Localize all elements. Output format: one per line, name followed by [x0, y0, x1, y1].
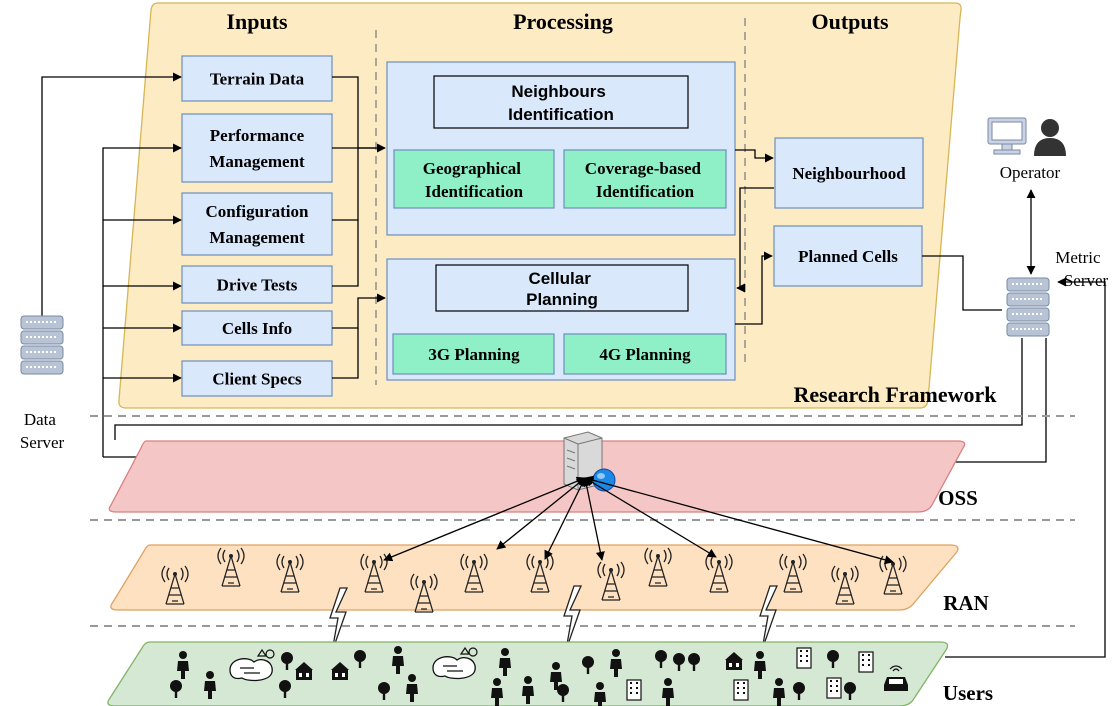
3g-planning-box — [392, 333, 555, 375]
coverage-based-box — [563, 149, 727, 209]
input-box-1 — [181, 55, 333, 102]
building-icon — [733, 679, 749, 701]
metric-server-label: Metric Server — [1055, 248, 1108, 290]
ran-label: RAN — [943, 591, 989, 615]
input-box-6 — [181, 360, 333, 397]
users-label: Users — [943, 681, 993, 705]
operator-label: Operator — [1000, 163, 1061, 182]
processing-heading: Processing — [513, 9, 613, 34]
building-icon — [826, 677, 842, 699]
planning-title-box — [435, 264, 689, 312]
3g-planning-label: 3G Planning — [428, 345, 520, 364]
input-label-6: Client Specs — [212, 370, 302, 389]
input-box-4 — [181, 265, 333, 304]
planned-cells-box — [773, 225, 923, 287]
input-box-2 — [181, 113, 333, 183]
4g-planning-label: 4G Planning — [599, 345, 691, 364]
geographical-box — [393, 149, 555, 209]
oss-tower-link — [584, 475, 894, 565]
car-icon — [884, 665, 908, 691]
framework-label: Research Framework — [793, 382, 997, 407]
data-server-label: Data Server — [20, 410, 65, 452]
input-label-5: Cells Info — [222, 319, 292, 338]
data-server-icon — [20, 315, 64, 375]
outputs-heading: Outputs — [811, 9, 888, 34]
input-box-5 — [181, 310, 333, 346]
users-population — [170, 646, 908, 706]
building-icon — [626, 679, 642, 701]
input-label-4: Drive Tests — [217, 276, 298, 295]
oss-ran-links — [383, 475, 894, 565]
operator-icon — [987, 117, 1066, 156]
neighbours-title: Neighbours Identification — [508, 82, 614, 124]
oss-label: OSS — [938, 486, 978, 510]
coverage-based-label: Coverage-based Identification — [585, 159, 705, 201]
building-icon — [858, 651, 874, 673]
building-icon — [796, 647, 812, 669]
metric-server-icon — [1006, 277, 1050, 337]
geographical-label: Geographical Identification — [423, 159, 525, 201]
4g-planning-box — [563, 333, 727, 375]
planning-title: Cellular Planning — [526, 269, 598, 309]
oss-layer-band — [108, 440, 966, 513]
inputs-heading: Inputs — [226, 9, 288, 34]
processing-to-output-connectors — [735, 149, 774, 325]
planned-cells-label: Planned Cells — [798, 247, 898, 266]
neighbourhood-label: Neighbourhood — [792, 164, 906, 183]
neighbours-title-box — [433, 75, 689, 129]
oss-tower-link — [544, 477, 586, 560]
input-label-1: Terrain Data — [210, 70, 305, 89]
input-box-3 — [181, 192, 333, 256]
input-connectors — [332, 76, 386, 379]
neighbourhood-box — [774, 137, 924, 209]
